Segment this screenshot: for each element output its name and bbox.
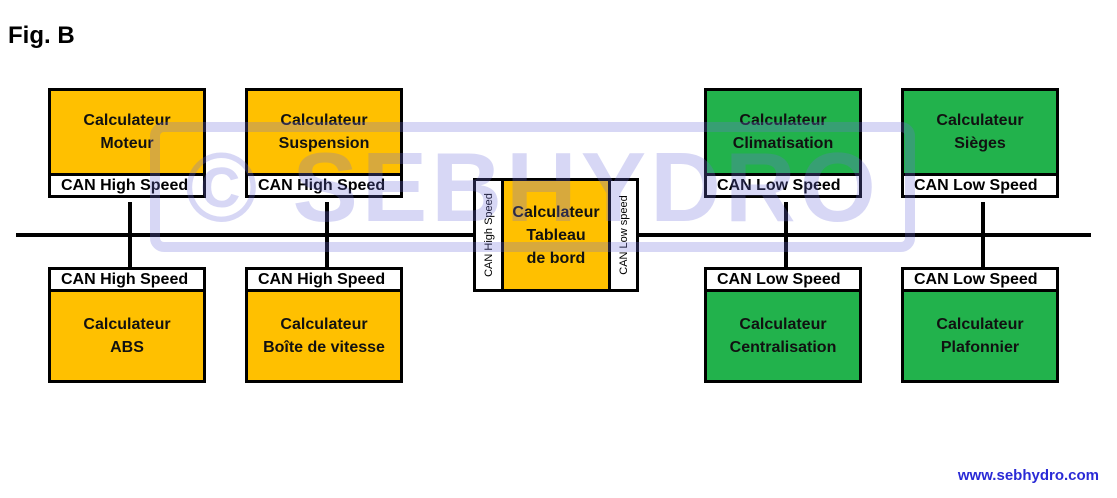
node-name: Calculateur Suspension	[248, 91, 400, 173]
node-name: Calculateur Moteur	[51, 91, 203, 173]
node-name-line2: Moteur	[100, 135, 154, 152]
node-name-line1: Calculateur	[739, 316, 827, 333]
node-name-line2: Centralisation	[729, 339, 837, 356]
node-boite-de-vitesse: Calculateur Boîte de vitesse CAN High Sp…	[245, 267, 403, 383]
node-name-line1: Calculateur	[739, 112, 827, 129]
node-name-line2: ABS	[110, 339, 144, 356]
node-name-line1: Calculateur	[280, 316, 368, 333]
node-name-line1: Calculateur	[936, 316, 1024, 333]
connector-boite	[325, 235, 329, 268]
node-tag: CAN High Speed	[51, 173, 203, 195]
node-centralisation: Calculateur Centralisation CAN Low Speed	[704, 267, 862, 383]
node-suspension: Calculateur Suspension CAN High Speed	[245, 88, 403, 198]
node-name-line1: Calculateur	[280, 112, 368, 129]
connector-plafonnier	[981, 235, 985, 268]
node-tag: CAN Low Speed	[904, 173, 1056, 195]
connector-suspension	[325, 202, 329, 235]
connector-moteur	[128, 202, 132, 235]
connector-abs	[128, 235, 132, 268]
node-climatisation: Calculateur Climatisation CAN Low Speed	[704, 88, 862, 198]
center-tag-low-speed-text: CAN Low speed	[617, 195, 630, 275]
node-name-line2: Plafonnier	[940, 339, 1020, 356]
connector-sieges	[981, 202, 985, 235]
node-name: Calculateur Climatisation	[707, 91, 859, 173]
node-name-line2: Sièges	[954, 135, 1006, 152]
node-tag: CAN Low Speed	[707, 173, 859, 195]
node-tableau-de-bord: CAN High Speed Calculateur Tableau de bo…	[473, 178, 639, 292]
connector-climatisation	[784, 202, 788, 235]
node-name-line1: Calculateur	[83, 112, 171, 129]
node-moteur: Calculateur Moteur CAN High Speed	[48, 88, 206, 198]
node-abs: Calculateur ABS CAN High Speed	[48, 267, 206, 383]
node-name-line1: Calculateur	[83, 316, 171, 333]
node-name-line2: Suspension	[278, 135, 370, 152]
node-tag: CAN Low Speed	[904, 270, 1056, 292]
node-name: Calculateur Sièges	[904, 91, 1056, 173]
footer-url: www.sebhydro.com	[957, 467, 1099, 484]
node-name: Calculateur Boîte de vitesse	[248, 292, 400, 380]
center-tag-high-speed-text: CAN High Speed	[482, 193, 495, 277]
node-name-line1: Calculateur	[936, 112, 1024, 129]
node-name: Calculateur Plafonnier	[904, 292, 1056, 380]
node-tag: CAN High Speed	[248, 173, 400, 195]
center-name-line2: Tableau	[526, 226, 586, 244]
center-name-line1: Calculateur	[512, 203, 600, 221]
node-name-line2: Boîte de vitesse	[263, 339, 385, 356]
node-name: Calculateur ABS	[51, 292, 203, 380]
node-name: Calculateur Centralisation	[707, 292, 859, 380]
node-plafonnier: Calculateur Plafonnier CAN Low Speed	[901, 267, 1059, 383]
node-tag: CAN High Speed	[51, 270, 203, 292]
node-name-line2: Climatisation	[732, 135, 834, 152]
node-tag: CAN Low Speed	[707, 270, 859, 292]
connector-centralisation	[784, 235, 788, 268]
node-sieges: Calculateur Sièges CAN Low Speed	[901, 88, 1059, 198]
center-name-line3: de bord	[526, 249, 586, 267]
center-name: Calculateur Tableau de bord	[504, 181, 608, 289]
center-tag-low-speed: CAN Low speed	[608, 181, 636, 289]
node-tag: CAN High Speed	[248, 270, 400, 292]
figure-title: Fig. B	[8, 22, 75, 49]
center-tag-high-speed: CAN High Speed	[476, 181, 504, 289]
